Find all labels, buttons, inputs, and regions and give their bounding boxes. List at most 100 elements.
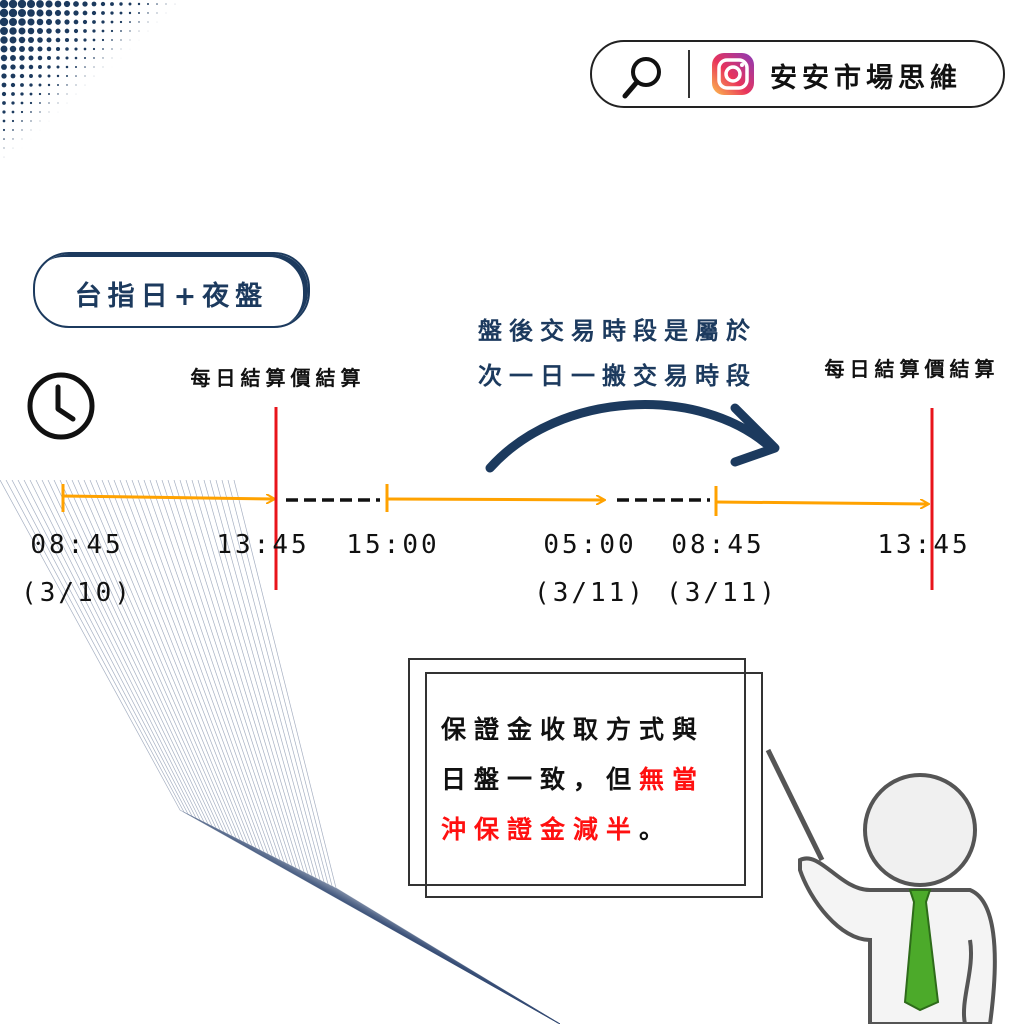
dot	[38, 83, 42, 87]
dot	[57, 93, 59, 95]
dot	[30, 111, 32, 113]
dot	[165, 3, 167, 5]
dot	[27, 9, 35, 17]
dot	[27, 18, 35, 26]
after-hours-curved-arrow	[485, 400, 775, 473]
dot	[57, 102, 59, 104]
dot	[1, 64, 7, 70]
dot	[64, 19, 70, 25]
dot	[65, 74, 69, 78]
dot	[3, 156, 5, 158]
pattern-line	[0, 480, 560, 1024]
dot	[46, 28, 52, 34]
line-pattern-decoration	[0, 480, 560, 1024]
pattern-line	[221, 480, 560, 1024]
dot	[73, 19, 79, 25]
dot	[30, 120, 32, 122]
dot	[48, 111, 50, 113]
dot	[101, 29, 105, 33]
dot	[0, 36, 8, 44]
dot	[29, 74, 33, 78]
note-highlight: 無當	[639, 765, 706, 794]
dot	[156, 12, 158, 14]
dot	[55, 28, 61, 34]
dot	[84, 66, 86, 68]
figure-head	[863, 773, 977, 887]
dot	[2, 128, 6, 132]
time-label: 13:45	[216, 530, 310, 560]
dot	[138, 12, 140, 14]
dot	[36, 9, 44, 17]
pattern-line	[215, 480, 560, 1024]
dot	[3, 147, 5, 149]
dot	[17, 8, 27, 18]
time-label: 05:00	[543, 530, 637, 560]
social-handle-pill[interactable]: 安安市場思維	[590, 40, 1005, 108]
dot	[56, 65, 60, 69]
night-session-arrow	[386, 499, 604, 500]
dot	[19, 73, 25, 79]
callout-line-1: 盤後交易時段是屬於	[478, 317, 757, 345]
pattern-line	[59, 480, 560, 1024]
dot	[92, 47, 96, 51]
pattern-line	[227, 480, 560, 1024]
dot	[47, 74, 51, 78]
dot	[19, 46, 25, 52]
dot	[93, 75, 95, 77]
dot	[9, 27, 17, 35]
dot	[138, 30, 140, 32]
pattern-line	[197, 480, 560, 1024]
dot	[82, 19, 88, 25]
market-label: 台指日+夜盤	[74, 281, 269, 312]
dot	[38, 92, 42, 96]
note-box: 保證金收取方式與 日盤一致，但無當 沖保證金減半。	[425, 672, 763, 898]
dot	[75, 75, 77, 77]
pattern-line	[17, 480, 560, 1024]
time-label: 13:45	[877, 530, 971, 560]
dot	[11, 101, 15, 105]
dot	[21, 129, 23, 131]
dot	[2, 101, 6, 105]
dot	[45, 18, 53, 26]
dot	[73, 1, 79, 7]
dot	[92, 38, 96, 42]
note-line-2: 日盤一致，但無當	[441, 760, 705, 796]
presenter-figure	[765, 748, 997, 1024]
dot	[55, 46, 61, 52]
dot	[73, 10, 79, 16]
settlement-label-right: 每日結算價結算	[824, 357, 1000, 381]
dot	[27, 36, 35, 44]
dot	[84, 84, 86, 86]
date-label: (3/10)	[21, 578, 133, 608]
dot	[83, 56, 87, 60]
dot	[37, 37, 43, 43]
pattern-line	[233, 480, 560, 1024]
dot	[138, 21, 140, 23]
note-box-back	[408, 658, 746, 886]
pattern-line	[179, 480, 560, 1024]
pattern-line	[71, 480, 560, 1024]
dot	[111, 48, 113, 50]
day-session-arrow-2	[715, 502, 928, 504]
dot	[57, 84, 59, 86]
dot	[91, 1, 97, 7]
dot	[111, 57, 113, 59]
pattern-line	[5, 480, 560, 1024]
dot	[11, 119, 15, 123]
dot	[18, 18, 26, 26]
dot	[38, 74, 42, 78]
dot	[20, 92, 24, 96]
pattern-line	[11, 480, 560, 1024]
dot	[1, 91, 7, 97]
callout-line-2: 次一日一搬交易時段	[478, 362, 757, 390]
dot	[83, 29, 87, 33]
dot	[21, 138, 23, 140]
dot	[21, 120, 23, 122]
dot	[0, 54, 8, 62]
dot	[47, 83, 51, 87]
pattern-line	[65, 480, 560, 1024]
dot	[174, 3, 176, 5]
dot	[46, 37, 52, 43]
dot	[17, 0, 27, 9]
dot	[3, 138, 5, 140]
